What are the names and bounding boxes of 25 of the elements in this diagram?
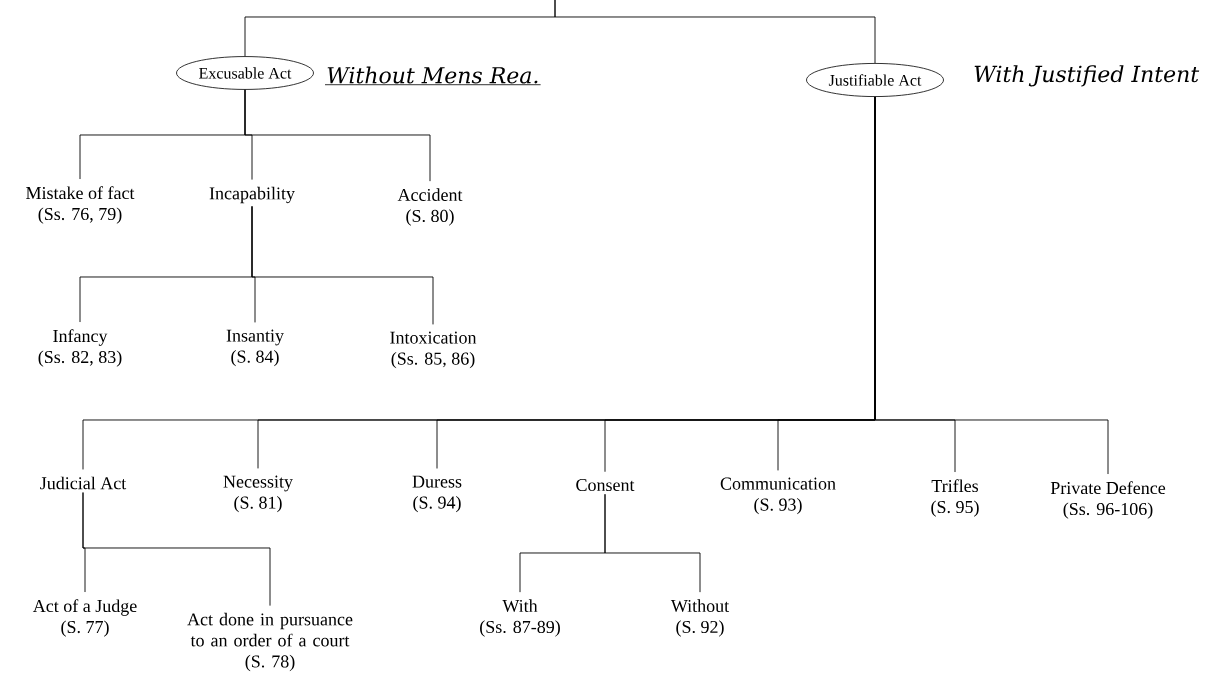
category-label: Accident (S. 80) [397,188,463,226]
category-label: Necessity (S. 81) [223,475,293,513]
tree-connector [554,0,876,64]
category-label: Judicial Act [40,476,127,490]
category-label: Insantiy (S. 84) [226,329,284,367]
category-label: Infancy (Ss. 82, 83) [38,329,122,367]
tree-connector [251,205,434,325]
tree-connector [82,492,271,607]
category-label: Mistake of fact (Ss. 76, 79) [26,186,135,224]
category-label: Private Defence (Ss. 96-106) [1050,481,1166,519]
category-label: Act of a Judge (S. 77) [32,599,137,637]
tree-connector [604,493,701,593]
category-label: Act done in pursuance to an order of a court (S. 78) [187,612,353,672]
category-label: Consent [576,478,635,492]
handwritten-note: With Justified Intent [974,65,1200,87]
category-label: Intoxication (Ss. 85, 86) [390,331,477,369]
category-label: Communication (S. 93) [720,477,836,515]
category-label: Trifles (S. 95) [931,479,979,517]
tree-connector [244,89,431,182]
category-label: Incapability [209,186,295,204]
tree-connector [874,96,1109,475]
category-label: Duress (S. 94) [412,475,462,513]
handwritten-note: Without Mens Rea. [324,66,541,86]
category-label: Without (S. 92) [670,599,730,637]
category-label: With (Ss. 87-89) [480,599,560,637]
